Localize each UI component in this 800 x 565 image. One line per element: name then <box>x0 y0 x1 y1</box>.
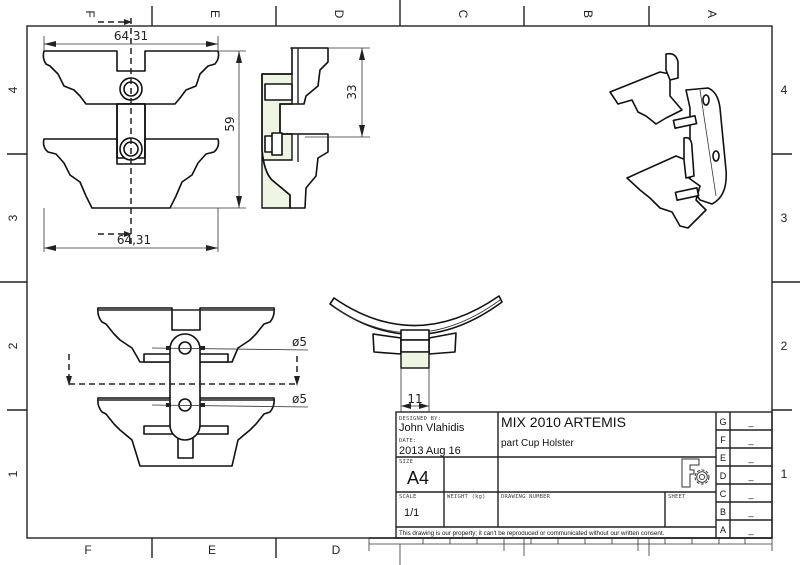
revision-value: _ <box>747 507 754 517</box>
revision-value: _ <box>747 453 754 463</box>
revision-letter: C <box>720 489 727 499</box>
zone-label-top-c: C <box>456 10 470 19</box>
dim-bottom-width: 64,31 <box>117 233 151 247</box>
zone-label-right-1: 1 <box>781 467 788 481</box>
revision-letter: B <box>720 507 726 517</box>
revision-value: _ <box>747 489 754 499</box>
size-label: SIZE <box>399 459 413 465</box>
dim-hole-upper: ø5 <box>292 335 307 349</box>
zone-labels-bottom: F E D <box>84 543 340 557</box>
zone-label-left-3: 3 <box>6 214 20 221</box>
designed-by-label: DESIGNED BY: <box>399 416 441 422</box>
date-value: 2013 Aug 16 <box>399 445 461 457</box>
zone-label-top-d: D <box>332 10 346 19</box>
scale-value: 1/1 <box>404 507 419 519</box>
section-cut-line <box>68 354 298 385</box>
revision-letter: F <box>720 435 726 445</box>
isometric-view <box>609 52 728 229</box>
zone-label-bottom-d: D <box>332 543 341 557</box>
zone-label-right-4: 4 <box>781 83 788 97</box>
revision-letter: A <box>720 525 726 535</box>
front-view-dimensions: 64,31 64,31 59 <box>43 29 246 252</box>
project-title: MIX 2010 ARTEMIS <box>501 414 626 430</box>
ownership-notice: This drawing is our property; it can't b… <box>399 530 665 537</box>
title-block: DESIGNED BY: John Vlahidis DATE: 2013 Au… <box>395 411 773 539</box>
side-section-view: 33 <box>261 47 370 209</box>
zone-label-right-2: 2 <box>781 339 788 353</box>
size-value: A4 <box>407 468 429 488</box>
designed-by-value: John Vlahidis <box>399 422 465 434</box>
date-label: DATE: <box>399 438 417 444</box>
sheet-label: SHEET <box>668 494 686 500</box>
arc-section-view: 11 <box>329 295 503 412</box>
drawing-number-label: DRAWING NUMBER <box>501 494 551 500</box>
zone-label-top-b: B <box>581 10 595 18</box>
zone-label-bottom-e: E <box>208 543 216 557</box>
revision-letter: G <box>719 417 726 427</box>
weight-label: WEIGHT (kg) <box>447 494 486 500</box>
zone-label-left-4: 4 <box>6 86 20 93</box>
zone-label-top-f: F <box>83 10 97 17</box>
revision-value: _ <box>747 417 754 427</box>
zone-label-bottom-f: F <box>84 543 91 557</box>
dim-top-width: 64,31 <box>114 29 148 43</box>
dim-height-59: 59 <box>223 116 237 131</box>
revision-table: G _ F _ E _ D _ C _ B _ A _ <box>719 417 754 535</box>
zone-labels-right: 4 3 2 1 <box>781 83 788 481</box>
dim-hole-lower: ø5 <box>292 392 307 406</box>
zone-label-left-2: 2 <box>6 342 20 349</box>
revision-value: _ <box>747 471 754 481</box>
revision-letter: D <box>720 471 727 481</box>
zone-label-top-a: A <box>705 10 719 18</box>
zone-labels-left: 4 3 2 1 <box>6 86 20 477</box>
front-view <box>42 18 220 246</box>
zone-label-right-3: 3 <box>781 211 788 225</box>
revision-value: _ <box>747 435 754 445</box>
revision-letter: E <box>720 453 726 463</box>
scale-label: SCALE <box>399 494 417 500</box>
dim-section-11: 11 <box>407 392 422 406</box>
zone-label-left-1: 1 <box>6 470 20 477</box>
bottom-view: ø5 ø5 <box>66 307 309 467</box>
part-name: part Cup Holster <box>501 438 574 449</box>
dim-side-33: 33 <box>345 84 359 99</box>
freecad-gear-logo-icon <box>681 458 710 488</box>
zone-label-top-e: E <box>208 10 222 18</box>
zone-labels-top: F E D C B A <box>83 10 719 19</box>
revision-value: _ <box>747 525 754 535</box>
